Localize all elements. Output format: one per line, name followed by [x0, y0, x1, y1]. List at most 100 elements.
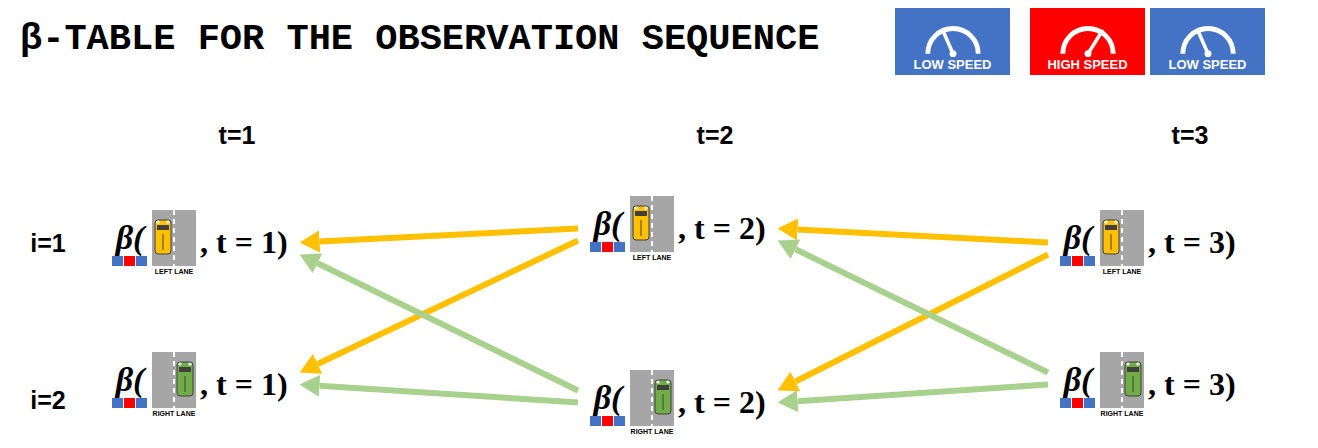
- sequence-icons: [112, 256, 148, 266]
- lane-label: LEFT LANE: [1103, 268, 1142, 275]
- lane-column: RIGHT LANE: [152, 352, 196, 417]
- lane-divider: [173, 210, 175, 266]
- sequence-icon: [614, 242, 625, 252]
- sequence-icon: [1084, 256, 1095, 266]
- sequence-icon: [1060, 256, 1071, 266]
- axis-label: i=2: [30, 386, 65, 415]
- gauge-needle: [1198, 31, 1208, 53]
- beta-symbol: β(: [116, 219, 145, 256]
- beta-column: β(: [1060, 219, 1096, 266]
- car-body: [155, 220, 171, 254]
- beta-column: β(: [112, 219, 148, 266]
- lane-divider: [651, 370, 653, 426]
- sequence-icon: [136, 398, 147, 408]
- transition-arrow: [320, 229, 578, 242]
- transition-arrow: [320, 386, 578, 403]
- transition-arrow: [798, 230, 1048, 243]
- car-window: [179, 367, 191, 372]
- sequence-icon: [590, 416, 601, 426]
- sequence-icons: [1060, 398, 1096, 408]
- time-argument: , t = 1): [200, 225, 288, 260]
- sequence-icon: [136, 256, 147, 266]
- gauge-arc: [1182, 29, 1232, 54]
- car-light: [634, 206, 637, 209]
- sequence-icon: [602, 242, 613, 252]
- time-argument: , t = 3): [1148, 367, 1236, 402]
- car-light: [644, 206, 647, 209]
- lane-column: RIGHT LANE: [1100, 352, 1144, 417]
- lane-label: RIGHT LANE: [1101, 410, 1144, 417]
- car-light: [666, 380, 669, 383]
- beta-cell: β( LEFT LANE , t = 3): [1060, 210, 1236, 275]
- time-argument: , t = 3): [1148, 225, 1236, 260]
- lane-column: LEFT LANE: [630, 196, 674, 261]
- gauge-arc: [1062, 29, 1112, 54]
- sequence-icon: [124, 398, 135, 408]
- car-light: [166, 220, 169, 223]
- lane-divider: [1121, 210, 1123, 266]
- lane-picture: [152, 210, 196, 266]
- gauge-symbol: [918, 21, 988, 57]
- sequence-icon: [124, 256, 135, 266]
- sequence-icon: [1072, 256, 1083, 266]
- gauge-needle: [1088, 31, 1102, 53]
- car-body: [633, 206, 649, 240]
- car-light: [1104, 220, 1107, 223]
- beta-symbol: β(: [116, 361, 145, 398]
- sequence-icons: [590, 416, 626, 426]
- beta-cell: β(LEFT LANE, t = 1): [112, 210, 288, 275]
- gauge-symbol: [1053, 21, 1123, 57]
- beta-symbol: β(: [594, 379, 623, 416]
- lane-column: LEFT LANE: [1100, 210, 1144, 275]
- lane-picture: [630, 196, 674, 252]
- car-light: [178, 362, 181, 365]
- transition-arrow: [798, 385, 1048, 402]
- beta-symbol: β(: [594, 205, 623, 242]
- road: [152, 210, 196, 266]
- gauge-hub: [1084, 50, 1091, 57]
- road: [1100, 210, 1144, 266]
- road: [1100, 352, 1144, 408]
- sequence-icon: [602, 416, 613, 426]
- car-line: [1111, 234, 1112, 250]
- speed-label: LOW SPEED: [1168, 57, 1246, 72]
- car-light: [156, 220, 159, 223]
- lane-picture: [1100, 210, 1144, 266]
- time-argument: , t = 2): [678, 385, 766, 420]
- car-window: [1127, 367, 1139, 372]
- sequence-icon: [614, 416, 625, 426]
- car-body: [655, 380, 671, 414]
- axis-label: t=1: [219, 121, 256, 150]
- lane-column: RIGHT LANE: [630, 370, 674, 435]
- car-line: [663, 394, 664, 410]
- car-body: [177, 362, 193, 396]
- gauge-hub: [949, 50, 956, 57]
- beta-cell: β( RIGHT LANE , t = 3): [1060, 352, 1236, 417]
- transition-arrow: [318, 241, 578, 364]
- speed-icon: LOW SPEED: [895, 8, 1010, 75]
- beta-cell: β(RIGHT LANE, t = 1): [112, 352, 288, 417]
- lane-divider: [1121, 352, 1123, 408]
- sequence-icon: [1084, 398, 1095, 408]
- sequence-icons: [590, 242, 626, 252]
- sequence-icon: [112, 256, 123, 266]
- sequence-icon: [1072, 398, 1083, 408]
- beta-column: β(: [590, 379, 626, 426]
- beta-column: β(: [590, 205, 626, 252]
- axis-label: t=3: [1172, 121, 1209, 150]
- lane-divider: [651, 196, 653, 252]
- road: [630, 370, 674, 426]
- lane-picture: [152, 352, 196, 408]
- car-line: [641, 220, 642, 236]
- car-line: [163, 234, 164, 250]
- beta-symbol: β(: [1064, 219, 1093, 256]
- road: [152, 352, 196, 408]
- beta-column: β(: [1060, 361, 1096, 408]
- gauge-needle: [943, 31, 953, 53]
- beta-cell: β(RIGHT LANE, t = 2): [590, 370, 766, 435]
- sequence-icons: [112, 398, 148, 408]
- car-window: [657, 385, 669, 390]
- sequence-icon: [1060, 398, 1071, 408]
- beta-column: β(: [112, 361, 148, 408]
